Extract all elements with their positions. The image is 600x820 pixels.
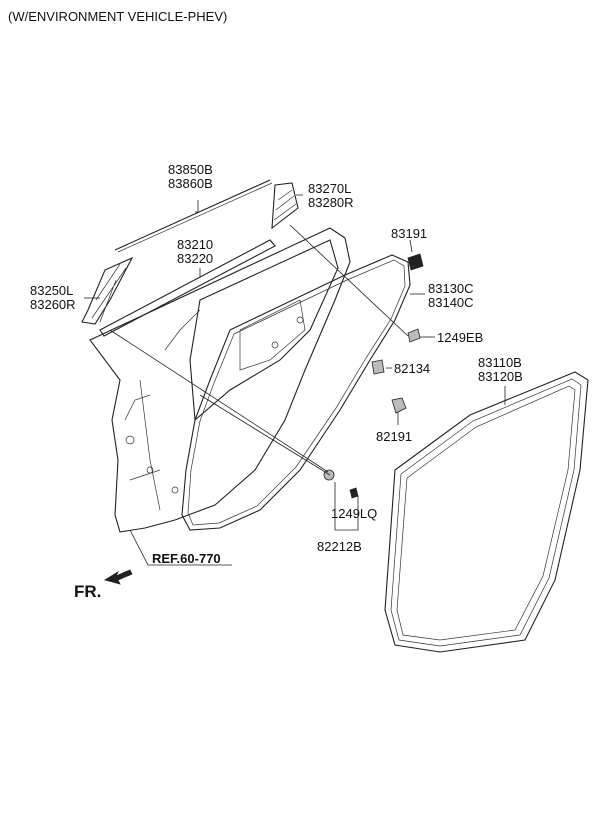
front-direction-label: FR. <box>74 582 101 601</box>
rear-door-shell <box>89 227 351 533</box>
label-83220: 83220 <box>177 251 213 266</box>
body-side-weatherstrip <box>384 371 589 653</box>
delta-moulding <box>271 182 299 230</box>
label-83850B: 83850B <box>168 162 213 177</box>
pad-82134 <box>371 359 385 375</box>
grommet-82212B <box>323 469 335 481</box>
label-83860B: 83860B <box>168 176 213 191</box>
label-83280R: 83280R <box>308 195 354 210</box>
label-83260R: 83260R <box>30 297 76 312</box>
reference-link[interactable]: REF.60-770 <box>152 551 221 566</box>
label-82134: 82134 <box>394 361 430 376</box>
screw-1249EB <box>407 328 421 343</box>
label-83191: 83191 <box>391 226 427 241</box>
front-corner-trim <box>81 256 134 325</box>
front-direction-arrow-icon <box>103 569 133 585</box>
belt-moulding-strip <box>114 179 273 253</box>
label-82191: 82191 <box>376 429 412 444</box>
label-83250L: 83250L <box>30 283 73 298</box>
screw-1249LQ <box>349 487 359 499</box>
clip-83191 <box>407 253 424 271</box>
door-weatherstrip <box>181 254 411 531</box>
label-1249LQ: 1249LQ <box>331 506 377 521</box>
label-83120B: 83120B <box>478 369 523 384</box>
label-83130C: 83130C <box>428 281 474 296</box>
label-83110B: 83110B <box>478 355 522 370</box>
label-83210: 83210 <box>177 237 213 252</box>
label-83270L: 83270L <box>308 181 351 196</box>
leader-lines <box>84 194 506 566</box>
label-83140C: 83140C <box>428 295 474 310</box>
cap-82191 <box>391 397 407 414</box>
label-1249EB: 1249EB <box>437 330 483 345</box>
label-82212B: 82212B <box>317 539 362 554</box>
header-note: (W/ENVIRONMENT VEHICLE-PHEV) <box>8 9 227 24</box>
